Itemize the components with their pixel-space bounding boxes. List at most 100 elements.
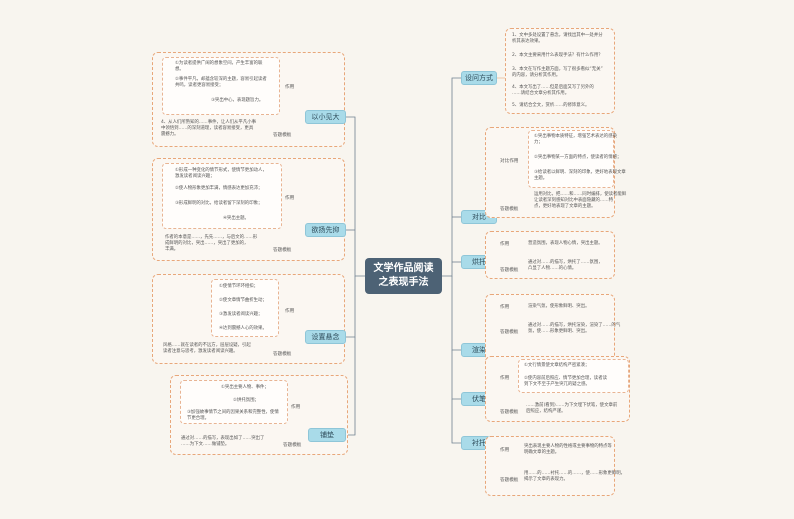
question: 3、本文在写作主题方面，写了很多看似“无关” xyxy=(512,67,603,72)
branch-box-chentuo: 作用 突出表现主要人物的性格或主要事物的特点等 明确文章的主题。 答题模板 用…… xyxy=(485,436,625,496)
question: 5、请结合全文，赏析……的修饰意义。 xyxy=(512,103,590,108)
point-list xyxy=(162,163,282,229)
tag-label: 作用 xyxy=(291,405,301,410)
question: 4、本文写出了……但是后面又写了另外的 xyxy=(512,85,594,90)
template-label: 答题模板 xyxy=(273,133,292,138)
template-text: ……为下文……做铺垫。 xyxy=(181,442,230,447)
point: ③激发读者阅读兴趣； xyxy=(219,312,263,317)
template-label: 答题模板 xyxy=(500,207,519,212)
branch-box-yixiaojianda: ①为读者提供广阔的想象空间，产生丰富的联 想。 ②事件平凡，却蕴含较深的主题，容… xyxy=(152,52,345,147)
topic-label: 以小见大 xyxy=(311,113,340,121)
point: 到下文不至于产生突兀的疑之感。 xyxy=(524,382,590,387)
tag-label: 作用 xyxy=(285,85,295,90)
branch-box-pudian: ①突出主要人物、事件； ②烘托氛围； ③加强故事情节之间的因果关系和完整性，使情… xyxy=(170,375,348,455)
question: 析其表达效果。 xyxy=(512,39,543,44)
topic-label: 渲染 xyxy=(472,346,486,354)
point: ①为读者提供广阔的想象空间，产生丰富的联 xyxy=(175,61,263,66)
template-text: 风格……就在读者的不远方，层层设疑，引起 xyxy=(163,343,251,348)
tag-label: 作用 xyxy=(500,305,510,310)
point-list xyxy=(162,57,280,115)
template-label: 答题模板 xyxy=(500,268,519,273)
point: ②烘托氛围； xyxy=(233,398,259,403)
template-text: 通过对……的描写，表现出如了……突出了 xyxy=(181,436,265,441)
template-text: 后照应，结构严谨。 xyxy=(526,409,566,414)
tag-label: 作用 xyxy=(500,376,510,381)
central-topic-line1: 文学作品阅读 xyxy=(373,263,434,274)
tag-label: 作用 xyxy=(500,242,510,247)
question: 2、本文主要采用什么表现手法？有什么作用？ xyxy=(512,53,603,58)
topic-shewenfangshi[interactable]: 设问方式 xyxy=(461,71,497,85)
branch-box-yuyangxianyi: ①形成一种变化的情节形式，使情节更加动人， 激发读者阅读兴趣； ②使人物形象更加… xyxy=(152,158,345,261)
template-text: 丰满。 xyxy=(165,247,179,252)
tag-label: 作用 xyxy=(285,309,295,314)
topic-yuyangxianyi[interactable]: 欲扬先抑 xyxy=(305,223,346,237)
template-label: 答题模板 xyxy=(500,478,519,483)
template-text: 通过对……的描写，烘托了……氛围， xyxy=(528,260,603,265)
template-text: 通过对……的描写，烘托渲染，渲染了……的气 xyxy=(528,323,621,328)
point: 力； xyxy=(534,140,543,145)
branch-box-hongtuo: 作用 营造氛围，表现人物心情，突出主题。 答题模板 通过对……的描写，烘托了……… xyxy=(485,231,615,279)
point: 营造氛围，表现人物心情，突出主题。 xyxy=(528,241,603,246)
template-text: 读者注意与思考，激发读者阅读兴趣。 xyxy=(163,349,238,354)
template-text: 氛，使……形象更鲜明、突出。 xyxy=(528,329,590,334)
tag-label: 作用 xyxy=(500,448,510,453)
template-text: 4、从人们所熟知的……事件，让人们从平凡小事 xyxy=(161,120,256,125)
point: ③给读者以鲜明、深刻的印象，更好地表现文章 xyxy=(534,170,626,175)
template-text: 用……的……衬托……的……，使……形象更鲜明， xyxy=(524,471,625,476)
topic-label: 衬托 xyxy=(472,439,486,447)
point: ②使内容前后照应、情节更加合理，读者读 xyxy=(524,376,607,381)
point-list xyxy=(518,359,629,393)
point: ①形成一种变化的情节形式，使情节更加动人， xyxy=(175,168,267,173)
topic-pudian[interactable]: 铺垫 xyxy=(308,428,346,442)
template-text: 中领悟到……的深刻道理，读者容易接受，更具 xyxy=(161,126,254,131)
topic-label: 设问方式 xyxy=(465,74,493,82)
point: 想。 xyxy=(175,67,184,72)
question: 的内容，请分析其作用。 xyxy=(512,73,561,78)
point: 共鸣，读者更容易接受； xyxy=(175,83,224,88)
branch-box-shewenfangshi: 1、文中多处设置了悬念，请找出其中一处并分 析其表达效果。 2、本文主要采用什么… xyxy=(505,28,615,114)
point-list xyxy=(211,279,279,337)
central-topic[interactable]: 文学作品阅读 之表现手法 xyxy=(365,258,442,294)
branch-box-fubi: 作用 ①文行情景使文章结构严密紧凑； ②使内容前后照应、情节更加合理，读者读 到… xyxy=(485,356,630,422)
topic-label: 伏笔 xyxy=(472,395,486,403)
topic-shezhixuannian[interactable]: 设置悬念 xyxy=(305,330,346,344)
topic-yixiaojianda[interactable]: 以小见大 xyxy=(305,110,346,124)
topic-label: 欲扬先抑 xyxy=(311,226,340,234)
template-text: 震撼力。 xyxy=(161,132,179,137)
point: ③加强故事情节之间的因果关系和完整性，使情 xyxy=(187,410,279,415)
question: 1、文中多处设置了悬念，请找出其中一处并分 xyxy=(512,33,603,38)
point: ③形成鲜明的对比，给读者留下深刻的印象； xyxy=(175,201,263,206)
point: 突出表现主要人物的性格或主要事物的特点等 xyxy=(524,444,612,449)
point: 节更合理。 xyxy=(187,416,209,421)
point: ②使人物形象更加丰满，情感表达更加充沛； xyxy=(175,186,263,191)
template-text: 成鲜明的对比，突出……，突出了更加的， xyxy=(165,241,249,246)
point: 激发读者阅读兴趣； xyxy=(175,174,215,179)
template-label: 答题模板 xyxy=(273,352,292,357)
template-text: 揭示了文章的表现力。 xyxy=(524,477,568,482)
topic-label: 设置悬念 xyxy=(311,333,340,341)
point: 明确文章的主题。 xyxy=(524,450,560,455)
topic-label: 对比 xyxy=(472,213,486,221)
template-text: 凸显了人物……的心情。 xyxy=(528,266,577,271)
tag-label: 对比作用 xyxy=(500,159,519,164)
question: ……请结合文章分析其作用。 xyxy=(512,91,570,96)
point: 主题。 xyxy=(534,176,548,181)
branch-box-duibi: 对比作用 ①突出事物本质特征，增强艺术表达的感染 力； ②突出事物某一方面的特点… xyxy=(485,127,626,218)
template-label: 答题模板 xyxy=(500,410,519,415)
template-label: 答题模板 xyxy=(283,443,302,448)
template-label: 答题模板 xyxy=(273,248,292,253)
point: ④达到震撼人心的效果。 xyxy=(219,326,267,331)
central-topic-line2: 之表现手法 xyxy=(378,277,429,288)
point-list xyxy=(528,130,614,188)
template-text: 作者的本意是……，先先……，与后文的……形 xyxy=(165,235,258,240)
point: ④突出主题。 xyxy=(223,216,249,221)
point: ②突出事物某一方面的特点，使读者的情感； xyxy=(534,155,622,160)
template-text: 运用对比，把……和……同时编排，使读者能鲜 xyxy=(534,192,627,197)
topic-label: 铺垫 xyxy=(320,431,334,439)
point-list xyxy=(180,380,288,424)
point: ③突出中心，表现题旨力。 xyxy=(211,98,264,103)
point: ①使情节环环相扣； xyxy=(219,284,259,289)
point: 渲染气氛，使形象鲜明、突出。 xyxy=(528,304,590,309)
tag-label: 作用 xyxy=(285,196,295,201)
template-text: 点，更好地表现了文章的主题。 xyxy=(534,204,596,209)
